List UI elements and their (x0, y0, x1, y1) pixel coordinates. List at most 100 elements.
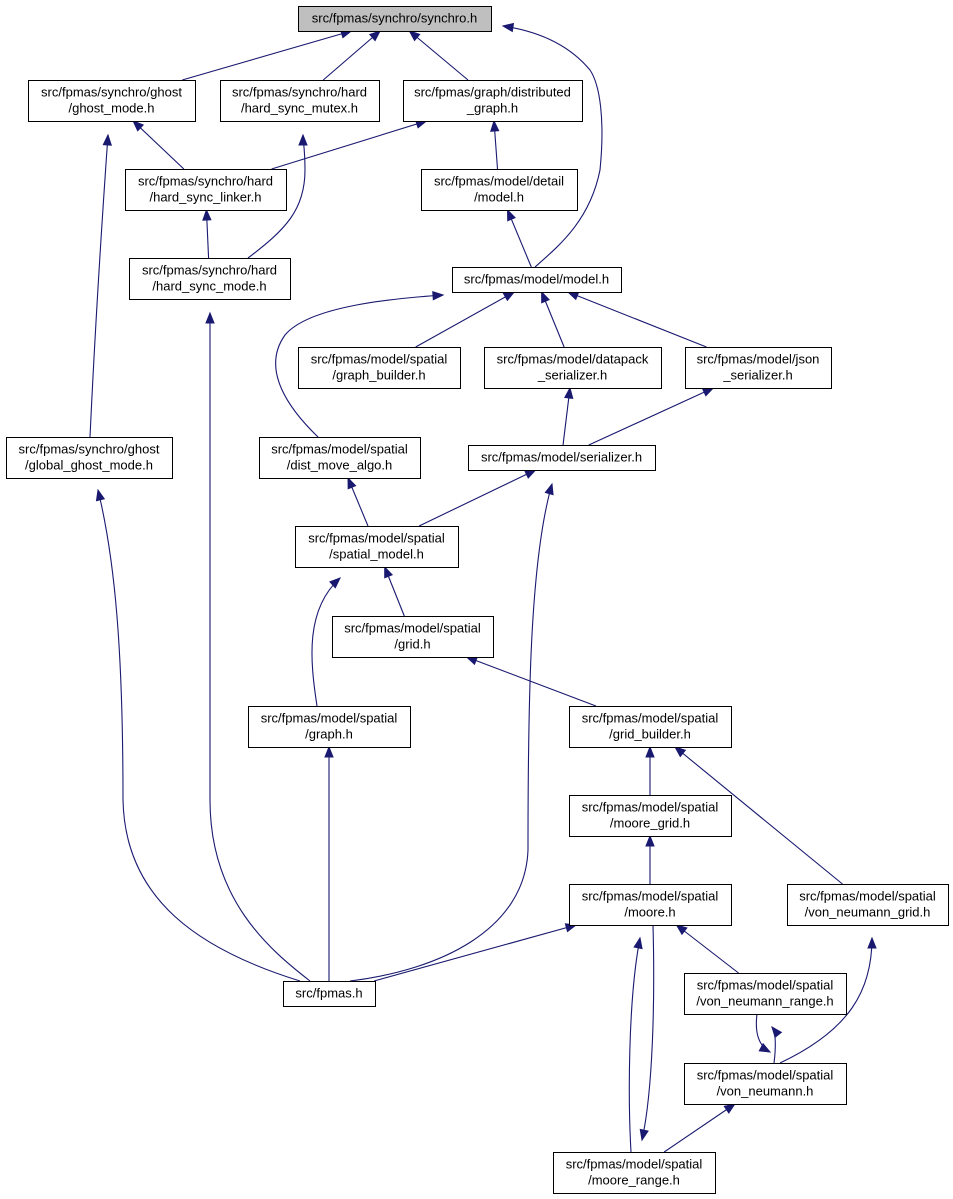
edge-von-neumann-to-von-neumann-range-arrowhead (771, 1025, 783, 1039)
node-label-line: /grid.h (394, 637, 430, 652)
node-label-line: src/fpmas/model/spatial (697, 978, 834, 993)
node-box (403, 80, 583, 122)
edge-hard-sync-linker-to-ghost-mode-line (132, 120, 185, 170)
edge-global-ghost-mode-to-ghost-mode-line (89, 134, 109, 438)
edge-model-to-detail-model (507, 208, 532, 268)
node-graph-builder[interactable]: src/fpmas/model/spatial/graph_builder.h (298, 347, 461, 389)
node-synchro[interactable]: src/fpmas/synchro/synchro.h (298, 6, 492, 32)
edge-spatial-model-to-serializer-line (418, 469, 536, 527)
node-label-line: /graph.h (305, 727, 353, 742)
edge-fpmas-to-hard-sync-mode-arrowhead (205, 311, 215, 324)
edge-hard-sync-mode-to-hard-sync-mutex-arrowhead (298, 133, 308, 146)
edge-global-ghost-mode-to-ghost-mode (89, 133, 112, 438)
node-grid[interactable]: src/fpmas/model/spatial/grid.h (332, 616, 494, 658)
node-box (569, 706, 732, 748)
node-label-line: /von_neumann_grid.h (805, 905, 931, 920)
node-json-serializer[interactable]: src/fpmas/model/json_serializer.h (685, 347, 832, 389)
edge-spatial-graph-to-spatial-model-arrowhead (329, 577, 341, 589)
node-datapack-serializer[interactable]: src/fpmas/model/datapack_serializer.h (484, 347, 662, 389)
nodes-layer: src/fpmas/synchro/synchro.h src/fpmas/syn… (6, 6, 949, 1194)
edge-datapack-serializer-to-model (541, 290, 565, 348)
edge-hard-sync-mode-to-hard-sync-linker (202, 208, 212, 259)
edge-dist-move-algo-to-model-line (275, 294, 444, 438)
node-hard-sync-linker[interactable]: src/fpmas/synchro/hard/hard_sync_linker.… (125, 169, 287, 211)
node-grid-builder[interactable]: src/fpmas/model/spatial/grid_builder.h (569, 706, 732, 748)
node-box (129, 258, 291, 300)
node-model[interactable]: src/fpmas/model/model.h (452, 267, 622, 293)
edge-moore-range-to-von-neumann-arrowhead (723, 1103, 736, 1114)
node-serializer[interactable]: src/fpmas/model/serializer.h (468, 445, 656, 471)
node-fpmas[interactable]: src/fpmas.h (283, 981, 376, 1007)
edge-fpmas-to-global-ghost-mode (95, 488, 301, 982)
edge-von-neumann-range-to-moore-arrowhead (675, 924, 688, 936)
node-label-line: /von_neumann.h (717, 1084, 814, 1099)
edge-dist-move-algo-to-model (275, 291, 445, 438)
node-box (259, 437, 421, 479)
node-hard-sync-mode[interactable]: src/fpmas/synchro/hard/hard_sync_mode.h (129, 258, 291, 300)
edge-hard-sync-mode-to-hard-sync-mutex (247, 133, 308, 259)
node-label-line: /moore_grid.h (610, 816, 690, 831)
node-von-neumann-range[interactable]: src/fpmas/model/spatial/von_neumann_rang… (684, 973, 847, 1015)
node-label-line: src/fpmas/model/spatial (261, 711, 398, 726)
edge-spatial-graph-to-spatial-model (311, 577, 341, 707)
node-hard-sync-mutex[interactable]: src/fpmas/synchro/hard/hard_sync_mutex.h (220, 80, 380, 122)
edge-hard-sync-linker-to-distributed-graph (271, 119, 428, 170)
node-label-line: src/fpmas/model/spatial (799, 889, 936, 904)
edge-von-neumann-to-von-neumann-grid-line (779, 937, 873, 1064)
edge-hard-sync-linker-to-ghost-mode-arrowhead (132, 120, 145, 132)
node-label-line: _serializer.h (722, 368, 792, 383)
node-label-line: src/fpmas/synchro/hard (232, 85, 367, 100)
edge-graph-builder-to-model-arrowhead (502, 291, 516, 302)
node-box (295, 526, 459, 568)
edge-serializer-to-datapack-serializer (562, 386, 574, 446)
edge-grid-builder-to-grid-line (466, 656, 597, 707)
edge-fpmas-to-spatial-graph-arrowhead (324, 745, 334, 758)
node-label-line: src/fpmas/synchro/hard (138, 174, 273, 189)
node-dist-move-algo[interactable]: src/fpmas/model/spatial/dist_move_algo.h (259, 437, 421, 479)
edge-von-neumann-range-to-moore (675, 924, 739, 974)
node-moore-range[interactable]: src/fpmas/model/spatial/moore_range.h (553, 1152, 716, 1194)
edge-graph-builder-to-model (415, 291, 516, 348)
edge-json-serializer-to-model-arrowhead (566, 291, 580, 301)
edge-json-serializer-to-model (566, 291, 707, 348)
node-label-line: src/fpmas/model/spatial (566, 1157, 703, 1172)
edge-moore-to-moore-range-line (641, 924, 655, 1141)
node-von-neumann-grid[interactable]: src/fpmas/model/spatial/von_neumann_grid… (787, 884, 949, 926)
node-box (28, 80, 196, 122)
edge-grid-to-spatial-model (384, 565, 405, 617)
edge-fpmas-to-serializer-arrowhead (544, 482, 554, 496)
node-spatial-graph[interactable]: src/fpmas/model/spatial/graph.h (248, 706, 411, 748)
node-moore[interactable]: src/fpmas/model/spatial/moore.h (569, 884, 732, 926)
edge-spatial-model-to-dist-move-algo (347, 476, 369, 527)
edge-moore-to-moore-range (639, 924, 655, 1142)
node-spatial-model[interactable]: src/fpmas/model/spatial/spatial_model.h (295, 526, 459, 568)
node-box (553, 1152, 716, 1194)
node-label-line: /model.h (474, 190, 524, 205)
edge-grid-to-spatial-model-arrowhead (384, 565, 393, 579)
node-label-line: src/fpmas/model/spatial (344, 621, 481, 636)
node-distributed-graph[interactable]: src/fpmas/graph/distributed_graph.h (403, 80, 583, 122)
node-detail-model[interactable]: src/fpmas/model/detail/model.h (421, 169, 578, 211)
edge-moore-grid-to-grid-builder-arrowhead (645, 745, 655, 758)
edge-moore-grid-to-grid-builder (645, 745, 655, 795)
node-label-line: /moore_range.h (588, 1173, 680, 1188)
edge-fpmas-to-moore-line (373, 924, 577, 982)
node-von-neumann[interactable]: src/fpmas/model/spatial/von_neumann.h (684, 1063, 847, 1105)
node-label-line: src/fpmas.h (295, 986, 362, 1001)
edge-fpmas-to-global-ghost-mode-arrowhead (95, 488, 106, 502)
node-box (468, 445, 656, 471)
edge-fpmas-to-global-ghost-mode-line (97, 489, 301, 982)
node-label-line: /von_neumann_range.h (696, 994, 833, 1009)
node-label-line: src/fpmas/graph/distributed (414, 85, 571, 100)
node-box (787, 884, 949, 926)
node-box (452, 267, 622, 293)
node-global-ghost-mode[interactable]: src/fpmas/synchro/ghost/global_ghost_mod… (6, 437, 173, 479)
node-moore-grid[interactable]: src/fpmas/model/spatial/moore_grid.h (569, 795, 732, 837)
edge-json-serializer-to-model-line (567, 291, 707, 348)
edge-von-neumann-grid-to-grid-builder (674, 746, 843, 885)
edge-moore-range-to-von-neumann (663, 1103, 736, 1153)
edge-hard-sync-mutex-to-synchro-line (322, 30, 381, 81)
node-ghost-mode[interactable]: src/fpmas/synchro/ghost/ghost_mode.h (28, 80, 196, 122)
edge-von-neumann-to-von-neumann-grid-arrowhead (867, 936, 877, 949)
node-label-line: src/fpmas/model/spatial (271, 442, 408, 457)
